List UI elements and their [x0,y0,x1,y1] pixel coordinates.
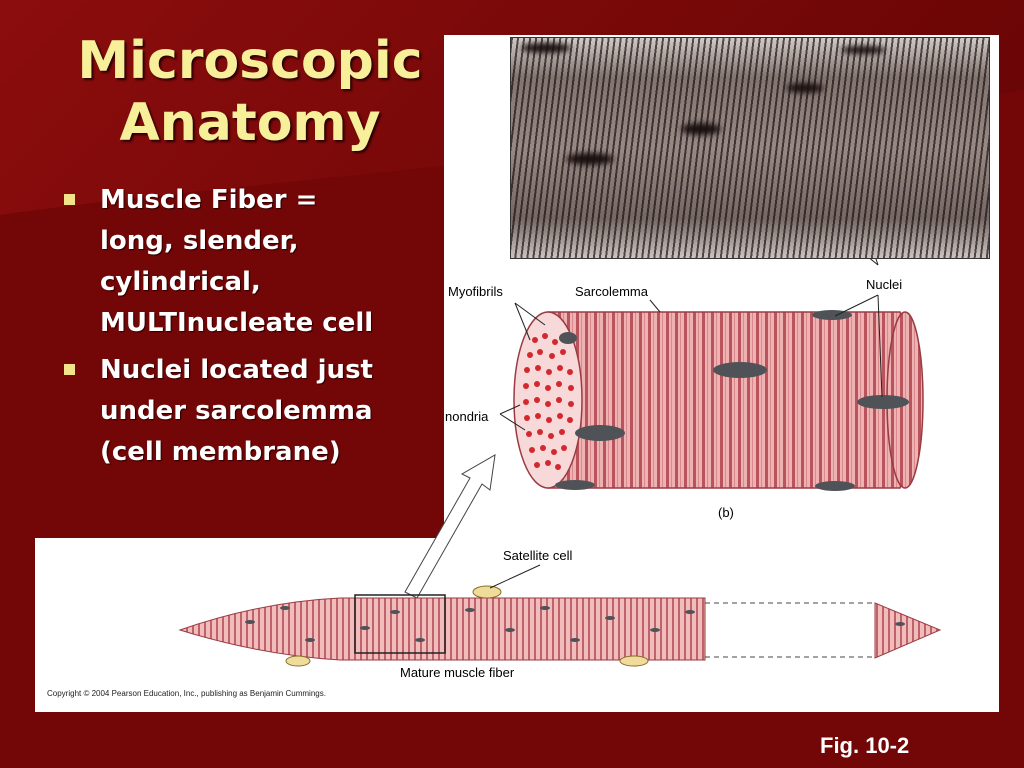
title-line-1: Microscopic [77,31,423,91]
mature-fiber [178,564,942,667]
label-nuclei: Nuclei [866,277,903,292]
label-sarcolemma: Sarcolemma [575,284,648,299]
figure-caption: Fig. 10-2 [820,733,910,758]
bullet-line: cylindrical, [100,267,261,297]
bullet-muscle-fiber: Muscle Fiber = long, slender, cylindrica… [62,180,442,344]
bullet-line: Nuclei located just [100,355,373,385]
micrograph-image [510,37,990,259]
bullet-line: under sarcolemma [100,396,373,426]
fiber-cylinder [513,310,924,491]
label-panel-b: (b) [718,505,734,520]
bullet-nuclei: Nuclei located just under sarcolemma (ce… [62,350,442,473]
bullet-square-icon [64,364,75,375]
title-line-2: Anatomy [119,93,381,153]
bullet-list: Muscle Fiber = long, slender, cylindrica… [62,180,442,479]
label-mitochondria: nondria [445,409,489,424]
bullet-square-icon [64,194,75,205]
label-satellite-cell: Satellite cell [503,548,573,563]
bullet-line: MULTInucleate cell [100,308,374,338]
bullet-line: Muscle Fiber = [100,185,318,215]
label-myofibrils: Myofibrils [448,284,503,299]
bullet-line: (cell membrane) [100,437,341,467]
bullet-line: long, slender, [100,226,299,256]
slide-title: Microscopic Anatomy [60,30,440,154]
label-mature-fiber: Mature muscle fiber [400,665,515,680]
copyright-text: Copyright © 2004 Pearson Education, Inc.… [47,689,326,698]
